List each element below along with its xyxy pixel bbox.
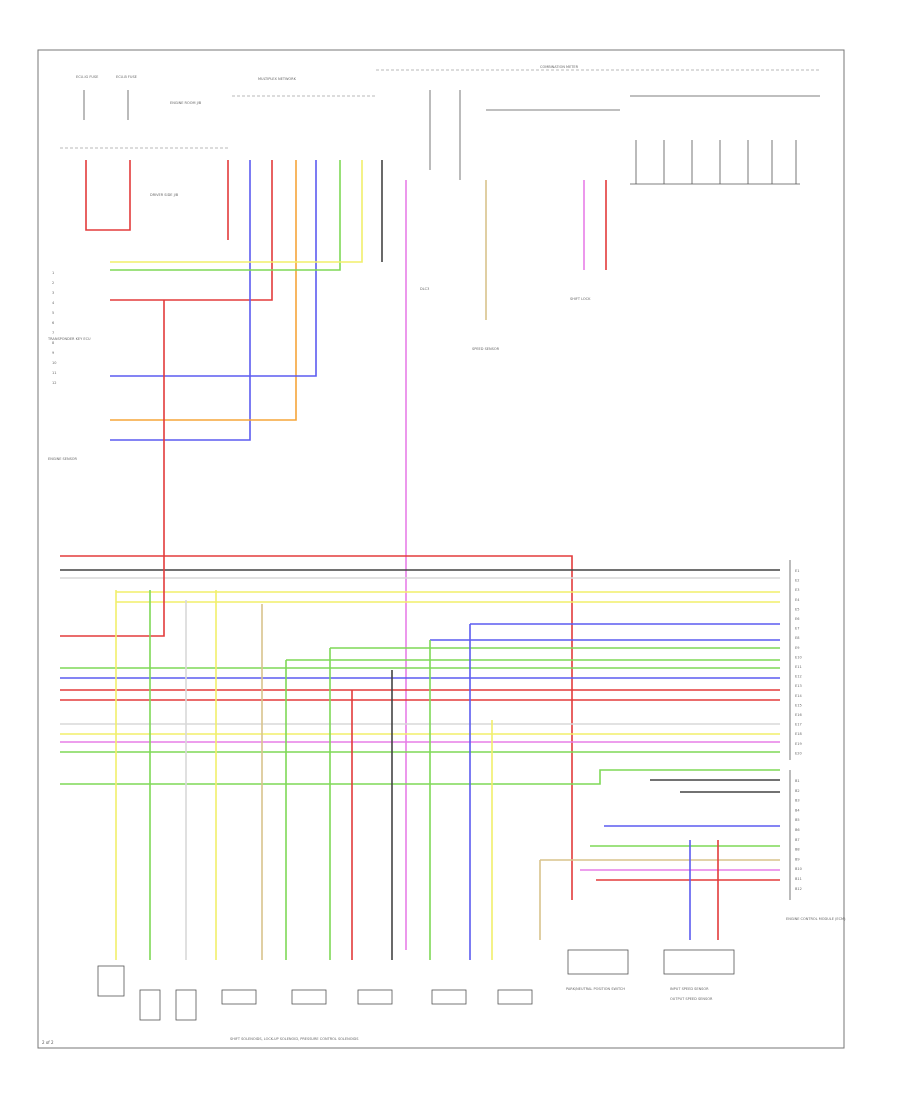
ecm-pin-8: E8: [795, 636, 799, 640]
ecm-pin-9: E9: [795, 646, 799, 650]
ecm-pin-lower-9: B9: [795, 857, 800, 861]
input-speed-label: INPUT SPEED SENSOR: [670, 987, 709, 991]
ecm-pin-7: E7: [795, 627, 799, 631]
ecm-pin-6: E6: [795, 617, 799, 621]
page-id: 2 of 2: [42, 1040, 54, 1045]
wire-yellow-1: [110, 160, 363, 263]
shift-lock-label: SHIFT LOCK: [570, 297, 591, 301]
wire-green-1: [110, 160, 341, 271]
ecm-pin-lower-2: B2: [795, 789, 800, 793]
range-switch-label: PARK/NEUTRAL POSITION SWITCH: [566, 987, 625, 991]
connector-1: [97, 965, 125, 997]
ecm-pin-17: E17: [795, 723, 802, 727]
ecm-pin-labels: E1E2E3E4E5E6E7E8E9E10E11E12E13E14E15E16E…: [795, 569, 802, 755]
left-pin-1: 1: [52, 271, 54, 275]
solenoid-connectors: SHIFT SOLENOIDS, LOCK-UP SOLENOID, PRESS…: [97, 949, 735, 1041]
ecm-pin-5: E5: [795, 607, 799, 611]
bus-green-5: [60, 769, 780, 785]
ecm-pin-19: E19: [795, 742, 802, 746]
wire-red-fuse-loop: [85, 160, 131, 231]
solenoid-drops: [115, 590, 493, 960]
ecm-pin-lower-1: B1: [795, 779, 800, 783]
driver-jb-label: DRIVER SIDE J/B: [150, 193, 179, 197]
ecm-pin-column: ENGINE CONTROL MODULE (ECM): [786, 560, 846, 921]
solenoid-2: [291, 989, 327, 1005]
engine-room-jb-label: ENGINE ROOM J/B: [170, 101, 202, 105]
ecm-pin-12: E12: [795, 675, 802, 679]
combination-meter-label: COMBINATION METER: [540, 65, 579, 69]
ecm-pin-13: E13: [795, 684, 802, 688]
left-pin-11: 11: [52, 371, 56, 375]
ecm-pin-lower-8: B8: [795, 848, 800, 852]
ecm-pin-lower-12: B12: [795, 887, 802, 891]
ecm-pin-lower-3: B3: [795, 799, 800, 803]
connector-3: [175, 989, 197, 1021]
left-pin-12: 12: [52, 381, 56, 385]
left-pin-3: 3: [52, 291, 54, 295]
left-connector-labels: TRANSPONDER KEY ECU ENGINE SENSOR: [47, 337, 91, 461]
meter-switches: SPEED SENSOR SHIFT LOCK DLC3: [405, 90, 820, 950]
left-pin-6: 6: [52, 321, 54, 325]
ecm-pin-lower-5: B5: [795, 818, 800, 822]
dlc3-label: DLC3: [420, 287, 429, 291]
ecm-pin-10: E10: [795, 655, 802, 659]
left-pin-5: 5: [52, 311, 54, 315]
ecm-pin-lower-7: B7: [795, 838, 800, 842]
ecm-label: ENGINE CONTROL MODULE (ECM): [786, 917, 846, 921]
connector-2: [139, 989, 161, 1021]
wire-red-2: [110, 160, 273, 301]
fuse-b-label: ECU-B FUSE: [116, 75, 137, 79]
horizontal-bus: [60, 300, 780, 900]
wire-orange-1: [110, 160, 297, 421]
transponder-label: TRANSPONDER KEY ECU: [47, 337, 91, 341]
ecm-pin-lower-4: B4: [795, 808, 800, 812]
left-pin-8: 8: [52, 341, 54, 345]
solenoid-3: [357, 989, 393, 1005]
diagram-frame: [37, 49, 845, 1049]
left-pin-10: 10: [52, 361, 56, 365]
bus-red-2: [60, 300, 165, 637]
solenoid-4: [431, 989, 467, 1005]
ecm-pin-lower-11: B11: [795, 877, 802, 881]
solenoid-5: [497, 989, 533, 1005]
ecm-pin-16: E16: [795, 713, 802, 717]
ecm-pin-18: E18: [795, 732, 802, 736]
left-pin-2: 2: [52, 281, 54, 285]
ecm-pin-14: E14: [795, 694, 802, 698]
ecm-pin-3: E3: [795, 588, 799, 592]
ecm-pin-15: E15: [795, 703, 802, 707]
ecm-pin-lower-6: B6: [795, 828, 800, 832]
left-pin-4: 4: [52, 301, 55, 305]
ecm-pin-4: E4: [795, 598, 800, 602]
solenoid-1: [221, 989, 257, 1005]
ecm-sensor-label: ENGINE SENSOR: [48, 457, 78, 461]
wire-blue-1: [110, 160, 251, 441]
solenoids-label: SHIFT SOLENOIDS, LOCK-UP SOLENOID, PRESS…: [230, 1037, 359, 1041]
multiplex-label: MULTIPLEX NETWORK: [258, 77, 297, 81]
bus-red-1: [60, 555, 573, 900]
ecm-pin-2: E2: [795, 579, 799, 583]
ecm-pin-lower-10: B10: [795, 867, 802, 871]
ecm-pin-20: E20: [795, 751, 802, 755]
ecm-pin-1: E1: [795, 569, 799, 573]
sensor-connector: [663, 949, 735, 975]
left-feed-wires: [85, 160, 383, 441]
wire-blue-2: [110, 160, 317, 377]
left-pin-9: 9: [52, 351, 54, 355]
left-pin-7: 7: [52, 331, 54, 335]
ecm-pin-11: E11: [795, 665, 802, 669]
fuse-a-label: ECU-IG FUSE: [76, 75, 98, 79]
speed-sensor-label: SPEED SENSOR: [472, 347, 500, 351]
sensor-wiring: [539, 779, 780, 940]
fuse-group: ECU-IG FUSE ECU-B FUSE ENGINE ROOM J/B M…: [60, 65, 820, 197]
range-switch-connector: [567, 949, 629, 975]
output-speed-label: OUTPUT SPEED SENSOR: [670, 997, 713, 1001]
